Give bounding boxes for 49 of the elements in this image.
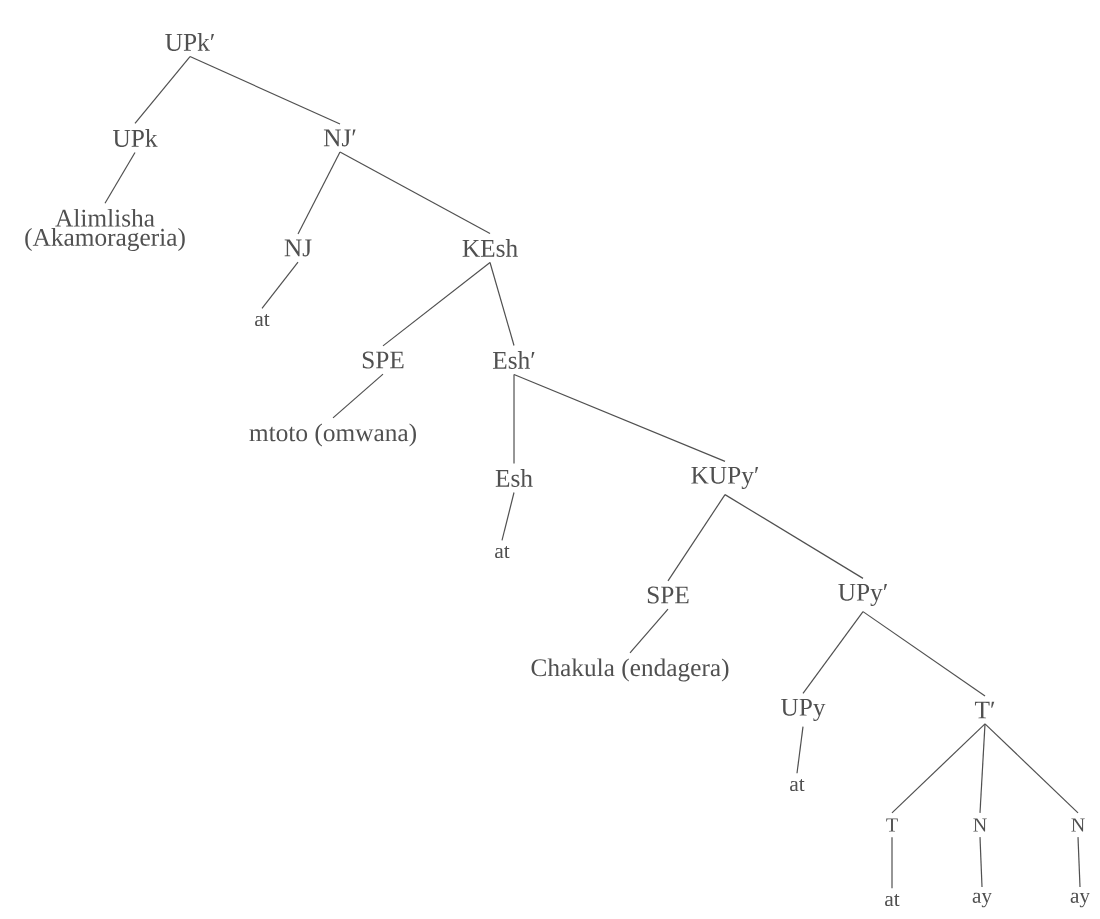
tree-label: KEsh [462,239,518,257]
tree-branch [979,723,986,814]
tree-branch [501,491,515,541]
tree-label: N [1071,818,1085,832]
tree-branch [667,494,726,582]
tree-branch [104,151,136,204]
tree-label: N [973,818,987,832]
tree-label: at [495,545,510,559]
tree-label: at [885,893,900,907]
tree-label: at [790,778,805,792]
tree-label: NJ′ [323,129,356,147]
tree-label: at [255,313,270,327]
tree-label: Esh [495,469,533,487]
tree-label: Chakula (endagera) [531,658,729,682]
tree-label: Esh′ [492,351,535,369]
tree-label: UPy [781,698,826,721]
tree-branch [189,55,341,125]
tree-label: Alimlisha (Akamorageria) [25,208,185,252]
tree-label: KUPy′ [691,466,759,489]
tree-branch [332,373,384,419]
tree-branch [513,373,726,462]
tree-label: SPE [362,351,404,369]
tree-branch [1077,836,1081,888]
tree-branch [979,836,983,888]
tree-label: T [886,818,898,832]
tree-branch [891,836,893,889]
tree-branch [339,151,491,235]
tree-branch [261,261,299,309]
tree-label: T′ [974,701,995,719]
tree-label: mtoto (omwana) [249,423,416,447]
tree-branch [297,151,341,235]
tree-branch [802,611,864,694]
tree-branch [513,373,515,465]
tree-branch [724,494,864,579]
tree-branch [796,726,804,774]
tree-branch [862,611,986,697]
tree-branch [891,723,986,814]
tree-label: UPy′ [838,583,888,606]
tree-branch [629,608,669,654]
tree-branch [489,261,515,347]
tree-label: ay [972,892,992,908]
tree-label: ay [1070,892,1090,908]
tree-branch [134,55,191,125]
tree-label: UPk [113,129,158,147]
tree-label: UPk′ [165,33,215,51]
tree-label: NJ [284,239,312,257]
tree-branch [382,261,491,347]
tree-label: SPE [647,586,689,604]
tree-branch [984,723,1079,814]
